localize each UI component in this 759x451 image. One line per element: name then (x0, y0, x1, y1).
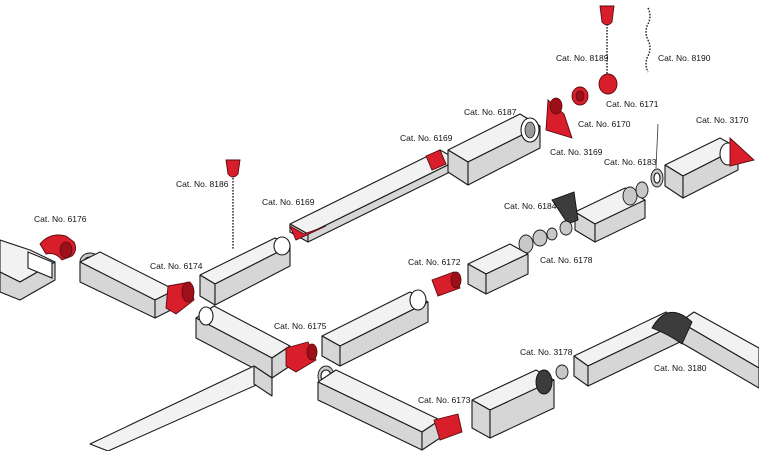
duct-6172-right (467, 243, 529, 295)
label-cat-6178: Cat. No. 6178 (540, 255, 593, 265)
chain-8190 (645, 7, 651, 73)
label-cat-6170: Cat. No. 6170 (578, 119, 631, 129)
label-cat-6183: Cat. No. 6183 (604, 157, 657, 167)
end-cap-6170 (545, 97, 573, 139)
elbow-fitting-6176 (39, 234, 77, 261)
label-cat-6171: Cat. No. 6171 (606, 99, 659, 109)
pendant-8186 (225, 159, 241, 250)
duct-6175-upper (321, 289, 429, 367)
label-cat-3180: Cat. No. 3180 (654, 363, 707, 373)
ring-6183 (650, 123, 664, 188)
duct-upper-6187 (447, 113, 541, 186)
label-cat-3178: Cat. No. 3178 (520, 347, 573, 357)
duct-left-edge (0, 239, 56, 301)
label-cat-6174: Cat. No. 6174 (150, 261, 203, 271)
corner-duct-3180 (573, 311, 759, 389)
label-cat-6175: Cat. No. 6175 (274, 321, 327, 331)
label-cat-6173: Cat. No. 6173 (418, 395, 471, 405)
duct-segment-8186 (199, 236, 291, 306)
coupler-6178 (518, 227, 558, 254)
connector-fitting-6174 (165, 281, 195, 315)
duct-right-3170 (664, 136, 755, 199)
coupler-6183 (622, 181, 649, 206)
tee-fitting-6175 (285, 341, 318, 373)
duct-bottom-long (89, 365, 273, 451)
label-cat-8190: Cat. No. 8190 (658, 53, 711, 63)
coupler-6171 (571, 73, 618, 106)
label-cat-3170: Cat. No. 3170 (696, 115, 749, 125)
label-cat-6187: Cat. No. 6187 (464, 107, 517, 117)
label-cat-6169-lower: Cat. No. 6169 (262, 197, 315, 207)
label-cat-8189: Cat. No. 8189 (556, 53, 609, 63)
pendant-8189 (599, 5, 615, 74)
label-cat-6176: Cat. No. 6176 (34, 214, 87, 224)
label-cat-6169-upper: Cat. No. 6169 (400, 133, 453, 143)
label-cat-6184: Cat. No. 6184 (504, 201, 557, 211)
label-cat-8186: Cat. No. 8186 (176, 179, 229, 189)
connector-6173 (433, 413, 463, 441)
duct-3178 (471, 364, 569, 439)
duct-6174-6175 (195, 305, 291, 379)
label-cat-3169: Cat. No. 3169 (550, 147, 603, 157)
duct-lower-6173 (317, 369, 441, 451)
coupler-6172 (431, 271, 462, 297)
long-duct-6169 (289, 149, 459, 243)
label-cat-6172: Cat. No. 6172 (408, 257, 461, 267)
